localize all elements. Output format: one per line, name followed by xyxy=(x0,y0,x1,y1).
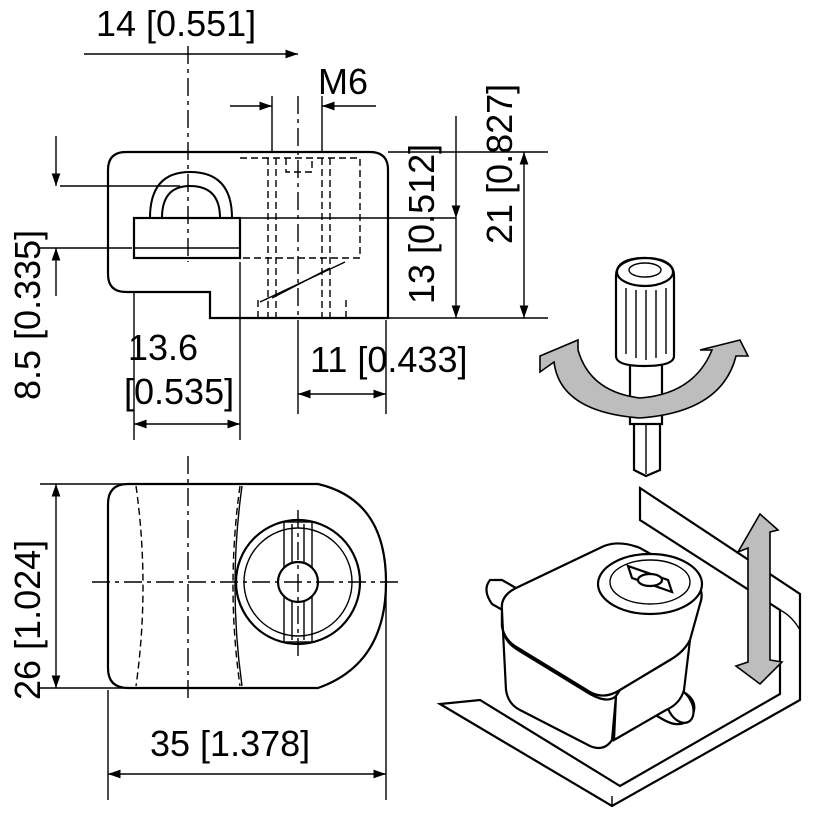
dimension-width-top: 14 [0.551] xyxy=(96,3,256,44)
side-view xyxy=(40,46,548,440)
dimension-plan-width: 35 [1.378] xyxy=(150,723,310,764)
plan-view xyxy=(40,456,402,800)
dimension-total-height: 21 [0.827] xyxy=(479,84,520,244)
bracket-plate xyxy=(436,485,802,808)
dimension-bottom-offset: 11 [0.433] xyxy=(310,339,467,380)
slide-block xyxy=(485,542,704,750)
screwdriver-icon xyxy=(614,256,676,478)
dimension-plan-height: 26 [1.024] xyxy=(7,540,48,700)
dimension-lines-plan xyxy=(51,484,386,779)
dimension-left-height: 8.5 [0.335] xyxy=(7,230,48,400)
dimension-knob-width-line2: [0.535] xyxy=(124,371,234,412)
rotate-arrow-icon xyxy=(539,338,750,419)
dimension-upper-height: 13 [0.512] xyxy=(401,144,442,304)
dimension-knob-width-line1: 13.6 xyxy=(128,327,198,368)
dimension-thread: M6 xyxy=(318,61,368,102)
vertical-move-arrow-icon xyxy=(734,512,784,686)
dimension-lines-side xyxy=(51,49,529,429)
